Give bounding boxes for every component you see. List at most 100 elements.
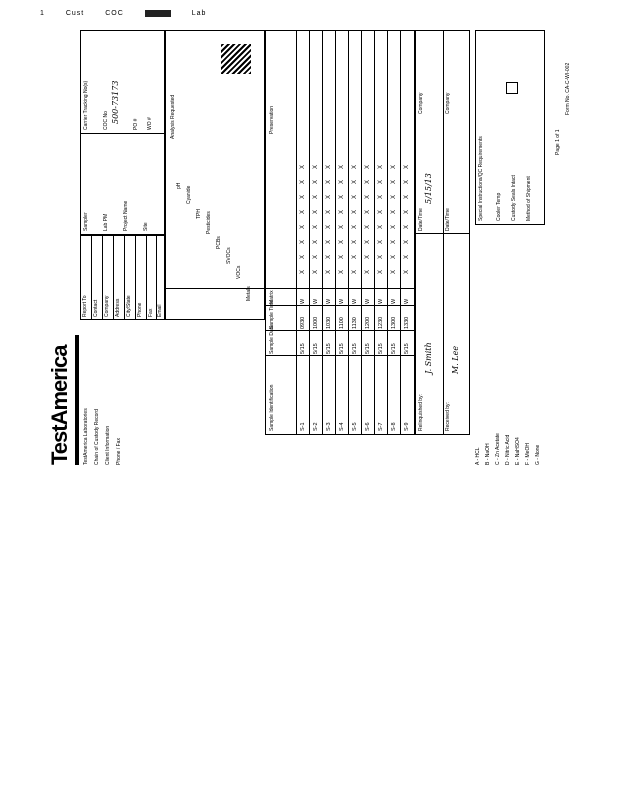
analysis-mark: X	[365, 254, 371, 259]
analysis-header: Analysis Requested Metals VOCs SVOCs PCB…	[165, 30, 265, 320]
sample-time: 1130	[352, 317, 358, 329]
date-label: Date/Time	[445, 208, 451, 231]
analysis-column: TPH	[196, 209, 202, 219]
analysis-mark: X	[404, 164, 410, 169]
analysis-mark: X	[313, 254, 319, 259]
page-number: Page 1 of 1	[555, 129, 561, 155]
analysis-column: VOCs	[236, 265, 242, 279]
analysis-mark: X	[352, 239, 358, 244]
analysis-mark: X	[313, 269, 319, 274]
sample-id: S-3	[326, 422, 332, 431]
client-info-box: Report To Contact Company Address City/S…	[80, 235, 165, 320]
seal-checkbox	[506, 82, 518, 94]
sample-date: 5/15	[326, 343, 332, 354]
scan-header-text: Lab	[191, 10, 207, 18]
scan-header-text: COC	[105, 10, 124, 18]
field-label: Email	[157, 304, 163, 317]
analysis-mark: X	[352, 224, 358, 229]
analysis-mark: X	[404, 269, 410, 274]
sample-id: S-7	[378, 422, 384, 431]
field-label: Sampler	[83, 212, 89, 231]
code: G - None	[535, 444, 541, 465]
analysis-mark: X	[391, 239, 397, 244]
field-label: Project Name	[123, 200, 129, 231]
remarks-label: Custody Seals Intact	[511, 175, 517, 221]
analysis-mark: X	[404, 239, 410, 244]
code: A - HCL	[475, 447, 481, 465]
field-label: Company	[104, 295, 110, 317]
analysis-mark: X	[391, 179, 397, 184]
analysis-mark: X	[339, 254, 345, 259]
sample-time: 1330	[404, 316, 410, 329]
sample-matrix: W	[391, 298, 397, 304]
sample-time: 0930	[300, 316, 306, 329]
relinquished-signature: J. Smith	[424, 342, 433, 374]
remarks-box: Special Instructions/QC Requirements Coo…	[475, 30, 545, 225]
analysis-mark: X	[313, 209, 319, 214]
analysis-mark: X	[391, 209, 397, 214]
project-info-box: Sampler Lab PM Project Name Site Carrier…	[80, 30, 165, 235]
analysis-column: Metals	[246, 286, 252, 301]
analysis-mark: X	[404, 179, 410, 184]
analysis-mark: X	[352, 164, 358, 169]
sample-date: 5/15	[378, 343, 384, 354]
analysis-mark: X	[391, 254, 397, 259]
sample-time: 1030	[326, 316, 332, 329]
analysis-mark: X	[326, 209, 332, 214]
scan-header: 1 Cust COC Lab	[40, 10, 340, 24]
field-label: COC No	[103, 111, 109, 130]
analysis-column: pH	[176, 182, 182, 189]
analysis-mark: X	[313, 224, 319, 229]
analysis-mark: X	[378, 194, 384, 199]
column-header: Matrix	[269, 290, 275, 304]
received-label: Received by:	[445, 402, 451, 431]
sample-time: 1100	[339, 317, 345, 329]
company-label: Company	[445, 92, 451, 114]
analysis-mark: X	[365, 239, 371, 244]
analysis-mark: X	[365, 179, 371, 184]
barcode-mark	[144, 10, 171, 17]
sample-table: Sample Identification Sample Date Sample…	[265, 30, 415, 435]
sample-date: 5/15	[313, 343, 319, 354]
testamerica-logo: TestAmerica	[47, 345, 72, 465]
analysis-mark: X	[404, 194, 410, 199]
sample-id: S-2	[313, 422, 319, 431]
analysis-mark: X	[391, 194, 397, 199]
sample-id: S-8	[391, 422, 397, 431]
analysis-mark: X	[404, 209, 410, 214]
lab-address: TestAmerica Laboratories Chain of Custod…	[83, 408, 122, 465]
sample-id: S-1	[300, 422, 306, 431]
code: E - NaHSO4	[515, 437, 521, 465]
sample-time: 1230	[378, 316, 384, 329]
field-label: Contact	[93, 299, 99, 317]
field-label: Site	[143, 222, 149, 231]
address-line: TestAmerica Laboratories	[83, 408, 89, 465]
scan-header-text: 1	[40, 10, 45, 18]
code: D - Nitric Acid	[505, 434, 511, 465]
sample-matrix: W	[404, 298, 410, 304]
analysis-mark: X	[326, 194, 332, 199]
date-value: 5/15/13	[424, 173, 433, 204]
remarks-label: Method of Shipment	[526, 176, 532, 221]
analysis-mark: X	[300, 179, 306, 184]
sample-time: 1200	[365, 316, 371, 329]
analysis-mark: X	[300, 194, 306, 199]
analysis-mark: X	[300, 224, 306, 229]
sample-date: 5/15	[300, 343, 306, 354]
field-label: City/State	[126, 295, 132, 317]
relinquished-label: Relinquished by:	[418, 394, 424, 431]
analysis-mark: X	[300, 209, 306, 214]
code: B - NaOH	[485, 443, 491, 465]
field-label: Phone	[137, 302, 143, 317]
coc-number: 500-73173	[111, 80, 120, 124]
analysis-mark: X	[378, 224, 384, 229]
column-header: Sample Identification	[269, 384, 275, 431]
analysis-mark: X	[326, 269, 332, 274]
qr-code	[221, 44, 251, 74]
field-label: Report To	[82, 295, 88, 317]
analysis-mark: X	[326, 179, 332, 184]
